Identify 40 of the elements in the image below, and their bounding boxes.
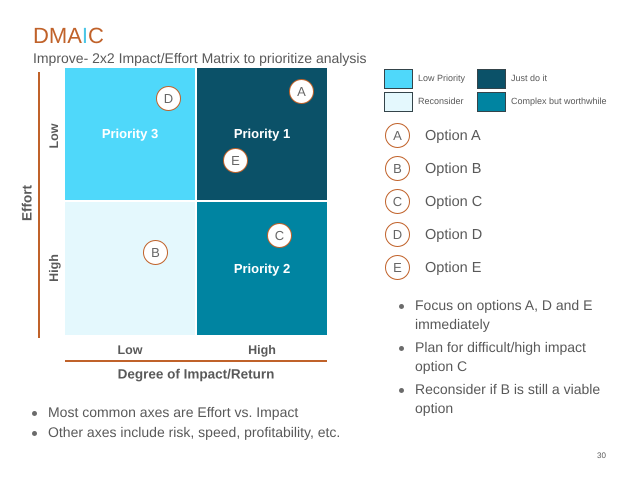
axis-label: High	[46, 254, 62, 282]
option-label: Option C	[425, 193, 482, 212]
matrix-quadrant	[65, 68, 195, 200]
option-label: Option E	[425, 259, 482, 278]
matrix-quadrant	[65, 202, 195, 335]
bullet-text: Reconsider if B is still a viable option	[415, 381, 600, 416]
matrix-quadrant	[197, 68, 327, 200]
option-circle: C	[385, 189, 410, 214]
option-circle: E	[385, 255, 410, 280]
axis-label: Low	[46, 124, 62, 148]
option-label: Option B	[425, 160, 482, 179]
quadrant-label: Priority 3	[102, 126, 158, 142]
matrix-quadrant	[197, 202, 327, 335]
option-label: Option A	[425, 127, 481, 146]
slide-subtitle: Improve- 2x2 Impact/Effort Matrix to prioritize analysis	[33, 49, 367, 67]
bullet-text: Other axes include risk, speed, profitability, etc.	[48, 424, 340, 440]
option-circle: D	[156, 86, 181, 111]
bullet-text: Plan for difficult/high impact option C	[415, 339, 586, 374]
axis-title: Degree of Impact/Return	[118, 366, 274, 382]
bullet-text: Focus on options A, D and E immediately	[415, 297, 592, 332]
option-label: Option D	[425, 226, 482, 245]
legend-label: Low Priority	[418, 72, 466, 84]
axis-label: High	[248, 342, 276, 358]
legend-label: Reconsider	[418, 95, 464, 107]
option-circle: B	[385, 156, 410, 181]
option-circle: A	[385, 123, 410, 148]
option-circle: C	[267, 223, 292, 248]
quadrant-label: Priority 1	[234, 126, 290, 142]
option-circle: E	[223, 148, 248, 173]
page-number: 30	[597, 451, 606, 461]
axis-label: Low	[118, 342, 142, 358]
axis-title: Effort	[18, 185, 36, 221]
option-circle: D	[385, 222, 410, 247]
slide-title: DMAIC	[33, 23, 104, 49]
option-circle: B	[143, 240, 168, 265]
legend-label: Just do it	[511, 72, 548, 84]
bullet-text: Most common axes are Effort vs. Impact	[48, 404, 298, 420]
option-circle: A	[289, 79, 314, 104]
legend-label: Complex but worthwhile	[511, 95, 607, 107]
quadrant-label: Priority 2	[234, 260, 290, 276]
